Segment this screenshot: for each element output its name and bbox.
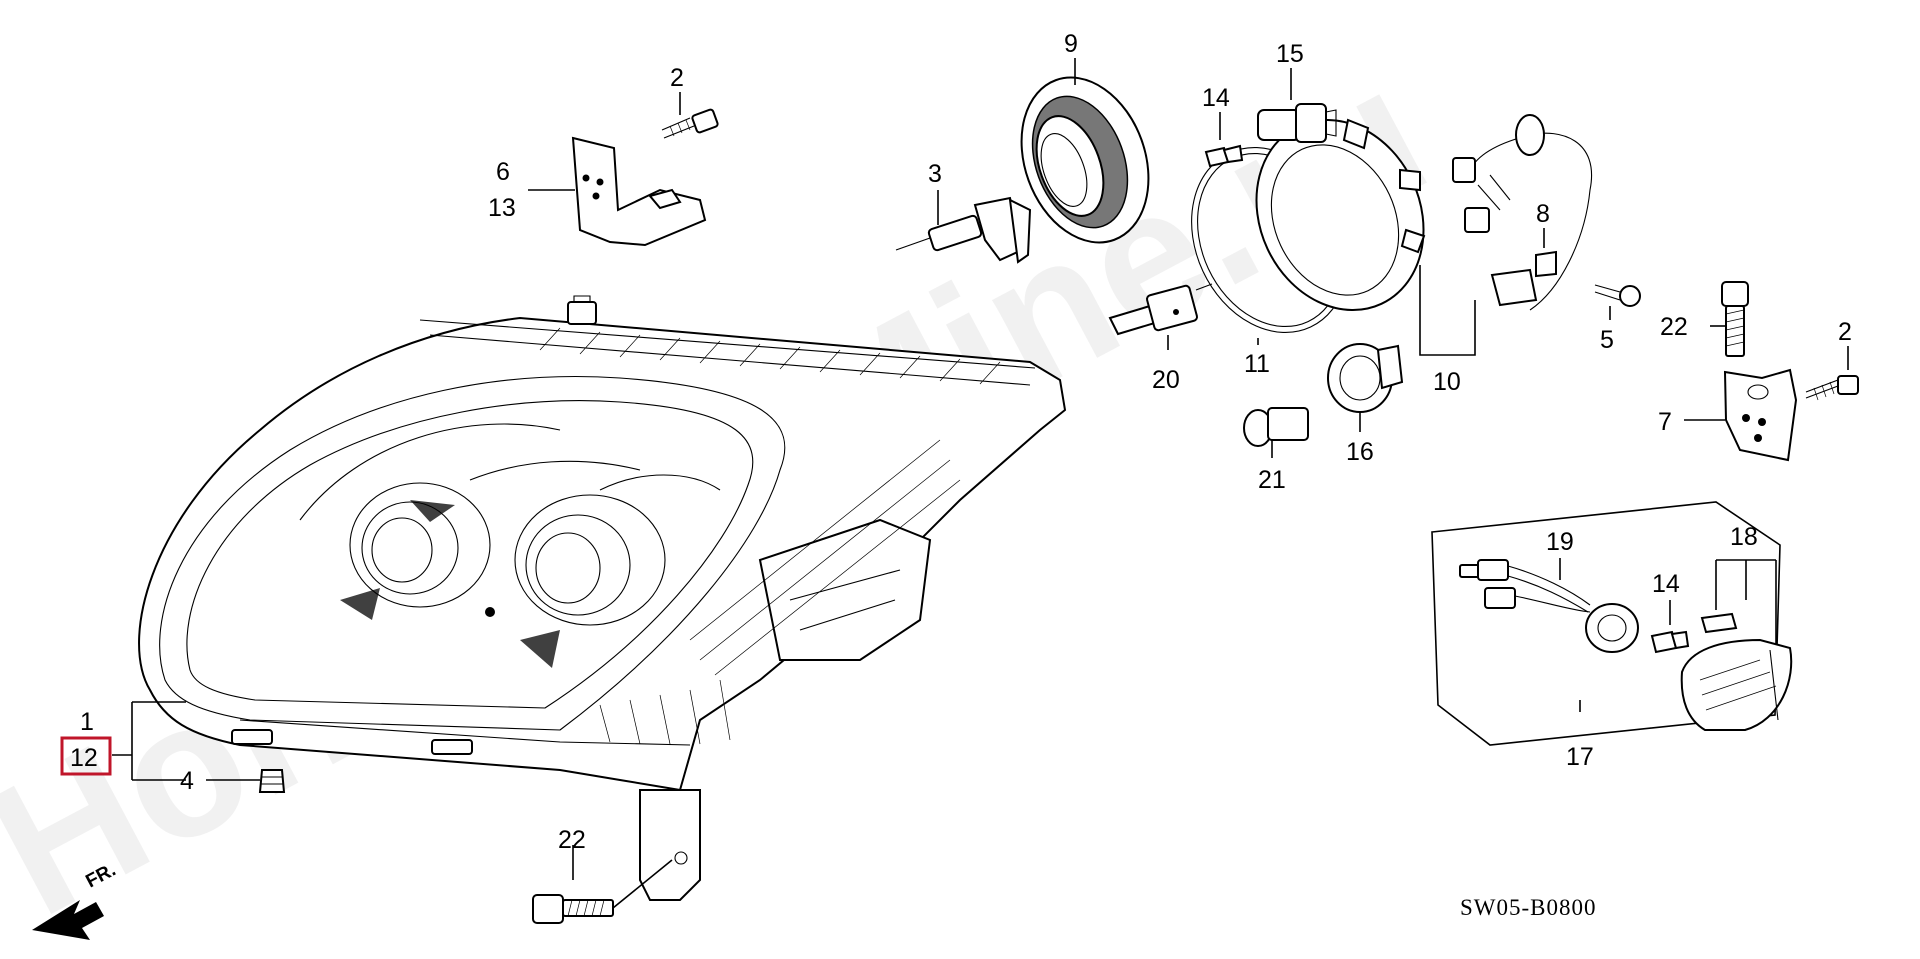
part-6-13-bracket[interactable] [571, 136, 707, 247]
callout-22-upper[interactable]: 22 [1660, 313, 1688, 341]
callout-7[interactable]: 7 [1658, 408, 1672, 436]
callout-19[interactable]: 19 [1546, 528, 1574, 556]
part-5-screw[interactable] [1594, 284, 1641, 307]
part-22-bolt-upper[interactable] [1721, 281, 1749, 357]
part-8-clip[interactable] [1535, 250, 1557, 278]
callout-16[interactable]: 16 [1346, 438, 1374, 466]
callout-14-upper[interactable]: 14 [1202, 84, 1230, 112]
callout-9[interactable]: 9 [1064, 30, 1078, 58]
part-18-side-marker[interactable] [1680, 612, 1793, 731]
leader-18 [1715, 559, 1777, 645]
part-2-screw-upper-left[interactable] [661, 108, 719, 139]
callout-14-lower[interactable]: 14 [1652, 570, 1680, 598]
part-2-screw-right[interactable] [1805, 375, 1859, 401]
callout-2-right[interactable]: 2 [1838, 318, 1852, 346]
callout-21[interactable]: 21 [1258, 466, 1286, 494]
callout-10[interactable]: 10 [1433, 368, 1461, 396]
callout-5[interactable]: 5 [1600, 326, 1614, 354]
part-9-dust-cover[interactable] [1000, 60, 1171, 261]
callout-18[interactable]: 18 [1730, 523, 1758, 551]
part-7-bracket[interactable] [1723, 368, 1798, 462]
callout-3[interactable]: 3 [928, 160, 942, 188]
part-20-h1-bulb[interactable] [1108, 283, 1213, 336]
part-3-bulb[interactable] [895, 196, 1032, 264]
callout-6[interactable]: 6 [496, 158, 510, 186]
part-16-socket[interactable] [1327, 343, 1404, 413]
part-14-bulb-upper[interactable] [1204, 144, 1244, 168]
part-4-cap[interactable] [258, 769, 286, 793]
callout-13[interactable]: 13 [488, 194, 516, 222]
part-14-bulb-lower[interactable] [1650, 630, 1690, 654]
callout-12[interactable]: 12 [70, 744, 98, 772]
callout-11[interactable]: 11 [1244, 350, 1270, 378]
callout-1[interactable]: 1 [80, 708, 94, 736]
leader-1-12-4 [112, 701, 260, 781]
diagram-code: SW05-B0800 [1460, 895, 1597, 920]
part-15-socket[interactable] [1257, 103, 1337, 143]
callout-20[interactable]: 20 [1152, 366, 1180, 394]
callout-22-lower[interactable]: 22 [558, 826, 586, 854]
part-19-harness[interactable] [1459, 559, 1639, 653]
leader-10 [1419, 265, 1476, 356]
housing-top-hatching [539, 327, 1001, 385]
callout-2-upper-left[interactable]: 2 [670, 64, 684, 92]
highlight-box-12 [60, 736, 112, 776]
part-22-bolt-lower[interactable] [532, 894, 614, 924]
callout-15[interactable]: 15 [1276, 40, 1304, 68]
callout-17[interactable]: 17 [1566, 743, 1594, 771]
kit-17-frame [1431, 501, 1781, 746]
part-21-bulb[interactable] [1243, 407, 1309, 447]
callout-8[interactable]: 8 [1536, 200, 1550, 228]
callout-4[interactable]: 4 [180, 767, 194, 795]
headlight-assembly[interactable] [138, 295, 1067, 901]
leader-22-lower [572, 845, 673, 909]
